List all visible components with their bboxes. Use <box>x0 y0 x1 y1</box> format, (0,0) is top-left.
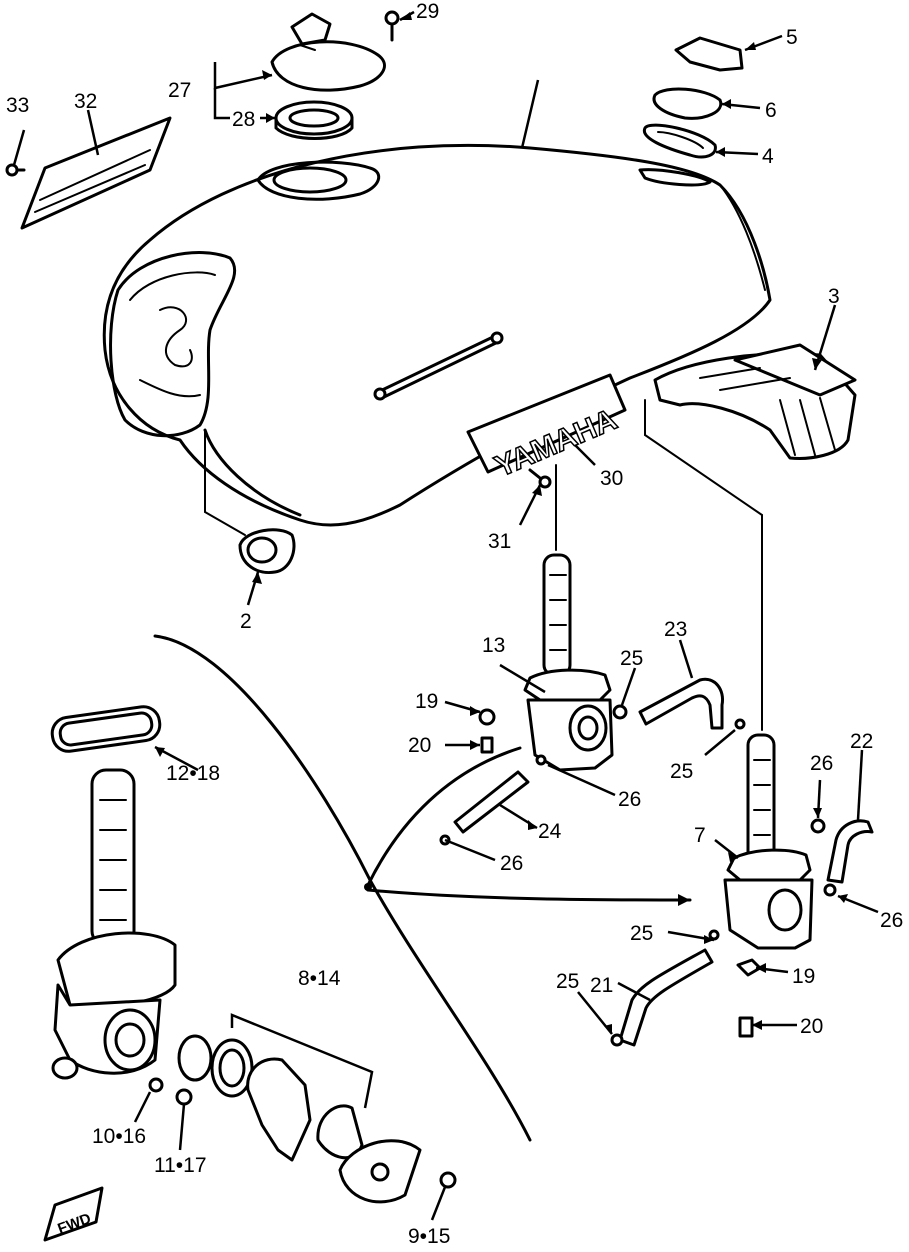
alignment-lines <box>204 399 763 731</box>
cap-gasket <box>274 100 354 140</box>
label-25-lower: 25 <box>630 922 653 945</box>
label-25-mid: 25 <box>670 760 693 783</box>
fuel-cap <box>270 12 386 92</box>
hose-22 <box>826 819 874 884</box>
label-25-upper: 25 <box>620 647 643 670</box>
inset-arc-top <box>366 746 522 887</box>
screw-29-icon <box>384 10 400 42</box>
hose-24 <box>453 770 530 834</box>
leader-arrowheads <box>155 12 848 1034</box>
label-11-17: 11•17 <box>154 1154 207 1177</box>
label-5: 5 <box>786 26 798 49</box>
label-26-left: 26 <box>500 852 523 875</box>
grommet-2 <box>238 528 296 575</box>
label-10-16: 10•16 <box>92 1125 146 1148</box>
label-19-lower: 19 <box>792 965 815 988</box>
label-23: 23 <box>664 618 687 641</box>
label-25-bottom: 25 <box>556 970 579 993</box>
label-29: 29 <box>416 0 439 23</box>
label-13: 13 <box>482 634 505 657</box>
label-30: 30 <box>600 467 623 490</box>
damper-4 <box>642 123 717 159</box>
plate-6 <box>652 87 723 120</box>
label-33: 33 <box>6 94 29 117</box>
clips-and-screws <box>439 704 837 1047</box>
hose-23 <box>638 677 725 730</box>
label-27: 27 <box>168 79 191 102</box>
label-32: 32 <box>74 90 97 113</box>
label-28: 28 <box>232 108 255 131</box>
label-3: 3 <box>828 285 840 308</box>
label-24: 24 <box>538 820 562 843</box>
label-19-upper: 19 <box>415 690 438 713</box>
rear-bracket <box>653 343 857 460</box>
label-20-upper: 20 <box>408 734 431 757</box>
label-12-18: 12•18 <box>166 762 220 785</box>
label-26-top: 26 <box>810 752 833 775</box>
screw-33-icon <box>5 163 26 177</box>
label-26-mid: 26 <box>618 788 641 811</box>
emblem-bracket <box>20 116 172 230</box>
hose-21 <box>618 948 714 1047</box>
label-22: 22 <box>850 730 873 753</box>
label-4: 4 <box>762 145 774 168</box>
detail-inset: FWD <box>43 634 532 1242</box>
label-21: 21 <box>590 974 613 997</box>
fuel-cock-7 <box>723 733 814 950</box>
label-20-lower: 20 <box>800 1015 823 1038</box>
label-2: 2 <box>240 610 252 633</box>
callout-labels: 29 27 28 33 32 5 6 4 3 30 31 2 13 23 25 … <box>6 0 903 1248</box>
label-8-14: 8•14 <box>298 967 341 990</box>
fuel-cock-13 <box>523 553 614 772</box>
label-9-15: 9•15 <box>408 1225 450 1247</box>
label-31: 31 <box>488 530 511 553</box>
label-7: 7 <box>694 824 706 847</box>
label-6: 6 <box>765 99 777 122</box>
label-26-right: 26 <box>880 909 903 932</box>
inset-arc-bottom <box>366 888 692 902</box>
bracket-5 <box>674 36 744 72</box>
screw-31-icon <box>528 468 552 489</box>
